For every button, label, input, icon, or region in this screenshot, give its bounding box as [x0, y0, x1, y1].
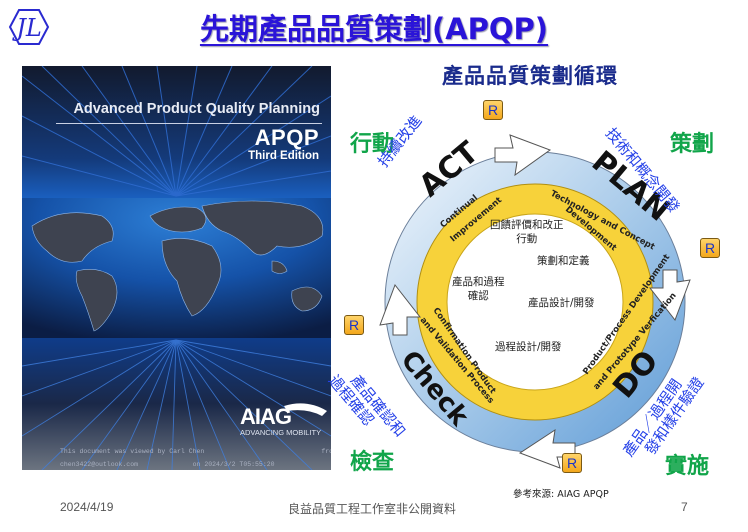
watermark-line-1: This document was viewed by Carl Chen fr…: [60, 448, 331, 455]
watermark-line-2: chen3422@outlook.com on 2024/3/2 T05:55:…: [60, 461, 275, 468]
review-badge-left: R: [344, 315, 364, 335]
aiag-tagline: ADVANCING MOBILITY: [240, 428, 322, 437]
source-note: 參考來源: AIAG APQP: [513, 489, 609, 500]
label-check: 檢查: [350, 450, 395, 475]
pdca-cycle-diagram: ACT PLAN DO Check Continual Improvement …: [379, 134, 691, 469]
label-do: 實施: [665, 454, 710, 479]
inner-process-design: 過程設計/開發: [495, 341, 562, 353]
cover-title: Advanced Product Quality Planning: [73, 101, 320, 117]
page-number: 7: [681, 500, 688, 514]
cover-divider: [56, 123, 322, 124]
cover-art: [22, 66, 331, 470]
review-badge-bottom: R: [562, 453, 582, 473]
footer-date: 2024/4/19: [60, 500, 114, 514]
cover-edition: Third Edition: [248, 150, 319, 162]
inner-feedback: 回饋評價和改正 行動: [490, 219, 564, 245]
page-title: 先期產品品質策劃(APQP): [199, 12, 549, 46]
label-act: 行動: [350, 132, 395, 157]
footer-confidentiality: 良益品質工程工作室非公開資料: [288, 502, 457, 516]
inner-product-design: 產品設計/開發: [528, 297, 595, 309]
label-plan: 策劃: [670, 132, 715, 157]
apqp-book-cover: Advanced Product Quality Planning APQP T…: [22, 66, 331, 470]
cycle-title: 產品品質策劃循環: [442, 64, 618, 88]
aiag-logo: AIAG: [240, 404, 292, 429]
inner-planning: 策劃和定義: [537, 255, 590, 267]
review-badge-right: R: [700, 238, 720, 258]
inner-product-validation: 產品和過程 確認: [452, 276, 505, 302]
company-logo: JL: [8, 6, 50, 48]
cover-acronym: APQP: [254, 125, 319, 150]
review-badge-top: R: [483, 100, 503, 120]
svg-text:JL: JL: [11, 14, 42, 42]
